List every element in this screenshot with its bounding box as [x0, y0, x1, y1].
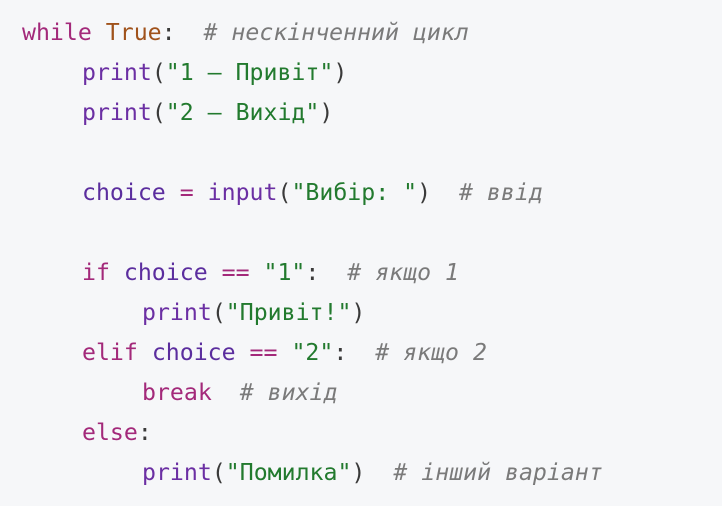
string-literal: "Привіт!" — [225, 299, 352, 326]
comment: # нескінченний цикл — [203, 19, 469, 46]
paren-open: ( — [151, 99, 166, 126]
code-line-1: while True: # нескінченний цикл — [22, 13, 722, 53]
paren-close: ) — [351, 299, 366, 326]
paren-close: ) — [351, 459, 366, 486]
comment: # якщо 2 — [375, 339, 487, 366]
keyword-else: else — [82, 419, 138, 446]
code-line-2: print("1 – Привіт") — [22, 53, 722, 93]
code-line-3: print("2 – Вихід") — [22, 93, 722, 133]
colon: : — [305, 259, 320, 286]
keyword-elif: elif — [82, 339, 138, 366]
comment: # якщо 1 — [347, 259, 459, 286]
code-line-10: break # вихід — [22, 373, 722, 413]
comment: # вихід — [239, 379, 338, 406]
variable-choice: choice — [151, 339, 236, 366]
string-literal: "2 – Вихід" — [165, 99, 320, 126]
comment: # ввід — [458, 179, 543, 206]
code-line-8: print("Привіт!") — [22, 293, 722, 333]
string-literal: "Помилка" — [225, 459, 352, 486]
code-line-9: elif choice == "2": # якщо 2 — [22, 333, 722, 373]
paren-open: ( — [277, 179, 292, 206]
string-literal: "1 – Привіт" — [165, 59, 334, 86]
keyword-break: break — [142, 379, 212, 406]
paren-open: ( — [151, 59, 166, 86]
colon: : — [161, 19, 176, 46]
keyword-if: if — [82, 259, 110, 286]
string-literal: "2" — [291, 339, 334, 366]
code-line-12: print("Помилка") # інший варіант — [22, 453, 722, 493]
function-input: input — [207, 179, 278, 206]
function-print: print — [142, 459, 212, 486]
code-line-blank — [22, 213, 722, 253]
code-line-5: choice = input("Вибір: ") # ввід — [22, 173, 722, 213]
operator-assign: = — [179, 179, 194, 206]
function-print: print — [82, 59, 152, 86]
constant-true: True — [105, 19, 162, 46]
function-print: print — [142, 299, 212, 326]
colon: : — [137, 419, 152, 446]
variable-choice: choice — [123, 259, 208, 286]
string-literal: "1" — [263, 259, 306, 286]
paren-close: ) — [417, 179, 432, 206]
variable-choice: choice — [82, 179, 166, 206]
paren-close: ) — [319, 99, 334, 126]
code-line-11: else: — [22, 413, 722, 453]
code-line-blank — [22, 133, 722, 173]
function-print: print — [82, 99, 152, 126]
paren-close: ) — [333, 59, 348, 86]
paren-open: ( — [211, 299, 226, 326]
colon: : — [333, 339, 348, 366]
paren-open: ( — [211, 459, 226, 486]
operator-equals: == — [249, 339, 278, 366]
string-literal: "Вибір: " — [291, 179, 418, 206]
code-line-7: if choice == "1": # якщо 1 — [22, 253, 722, 293]
comment: # інший варіант — [393, 459, 603, 486]
keyword-while: while — [22, 19, 92, 46]
operator-equals: == — [221, 259, 250, 286]
